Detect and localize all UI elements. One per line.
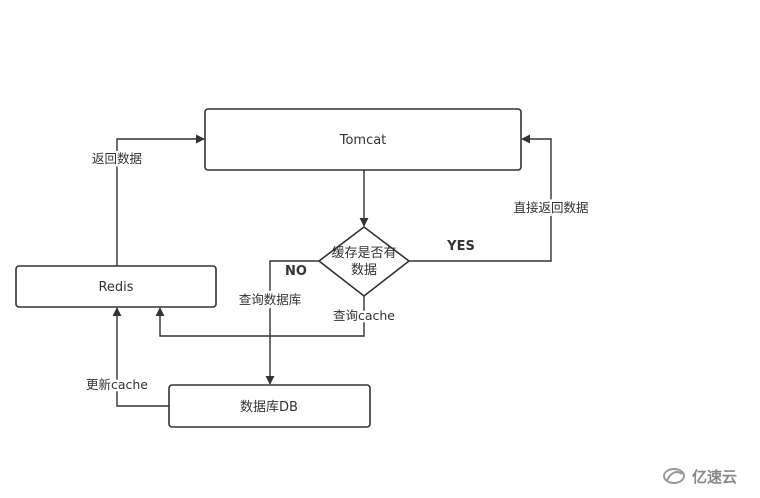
edge-database-to-redis (112, 307, 169, 407)
decision-label-line1: 缓存是否有 (331, 246, 396, 261)
redis-label: Redis (98, 280, 133, 295)
label-yes: YES (446, 239, 475, 254)
tomcat-label: Tomcat (339, 133, 387, 148)
watermark-logo-icon (663, 468, 685, 484)
cache-decision-node: 缓存是否有 数据 (317, 225, 411, 298)
label-return-data: 返回数据 (92, 151, 142, 166)
tomcat-node: Tomcat (204, 108, 522, 171)
redis-node: Redis (15, 265, 217, 308)
edge-yes-to-tomcat (409, 134, 552, 262)
label-direct-return: 直接返回数据 (513, 200, 588, 215)
label-update-cache: 更新cache (86, 377, 148, 392)
label-query-database: 查询数据库 (239, 292, 302, 307)
edge-redis-to-tomcat (116, 134, 205, 266)
database-label: 数据库DB (240, 399, 298, 415)
watermark: 亿速云 (663, 468, 737, 486)
label-query-cache: 查询cache (333, 308, 395, 323)
watermark-text: 亿速云 (692, 468, 737, 486)
edge-no-to-database (265, 260, 319, 385)
edge-decision-to-redis (155, 296, 365, 337)
label-no: NO (285, 264, 307, 279)
database-node: 数据库DB (168, 384, 371, 428)
decision-label-line2: 数据 (351, 263, 377, 278)
